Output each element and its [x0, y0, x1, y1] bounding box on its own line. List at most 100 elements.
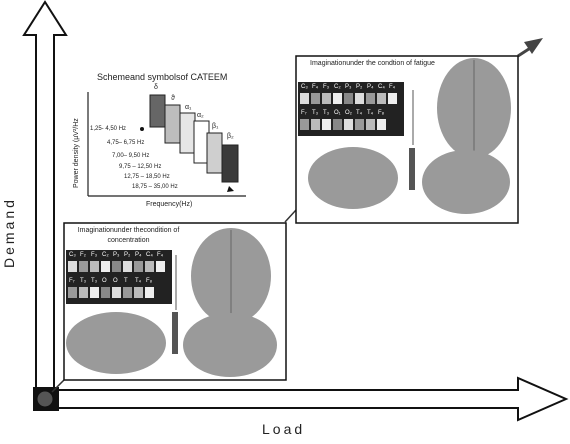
electrode-cell	[134, 261, 143, 272]
band-symbol-delta: δ	[154, 84, 158, 91]
electrode-label: F₄	[157, 252, 164, 258]
electrode-cell	[300, 93, 309, 104]
electrode-label: F₇	[301, 110, 307, 116]
electrode-cell	[145, 287, 154, 298]
band-bar-theta	[164, 104, 181, 144]
load-axis-arrow	[44, 376, 569, 422]
band-range-theta: 4,75– 6,75 Hz	[107, 140, 145, 146]
electrode-cell	[344, 119, 353, 130]
electrode-cell	[68, 261, 77, 272]
colorbar-scale-fatigue	[412, 90, 414, 145]
demand-axis-label: Demand	[1, 197, 17, 268]
electrode-label: T₃	[323, 110, 330, 116]
electrode-label: T₄	[367, 110, 374, 116]
panel-concentration-title-text: Imaginationunder thecondition of concent…	[77, 227, 180, 244]
electrode-label: F₄	[312, 84, 319, 90]
load-axis-label: Load	[262, 421, 306, 437]
band-range-beta2: 18,75 – 35,00 Hz	[132, 184, 178, 190]
electrode-cell	[123, 261, 132, 272]
band-range-beta1: 12,75 – 18,50 Hz	[124, 174, 170, 180]
electrode-cell	[300, 119, 309, 130]
electrode-cell	[90, 261, 99, 272]
panel-fatigue	[295, 55, 519, 224]
electrode-cell	[377, 93, 386, 104]
panel-concentration-title: Imaginationunder thecondition of concent…	[66, 226, 191, 246]
band-symbol-beta1: β₁	[212, 123, 219, 130]
electrode-cell	[68, 287, 77, 298]
electrode-cell	[322, 93, 331, 104]
electrode-label: F₄	[389, 84, 396, 90]
electrode-label: T₃	[312, 110, 319, 116]
band-symbol-alpha2: α₂	[197, 112, 204, 119]
electrode-cell	[333, 93, 342, 104]
electrode-label: T₃	[91, 278, 98, 284]
electrode-label: O₂	[345, 110, 352, 116]
electrode-cell	[322, 119, 331, 130]
scheme-title: Schemeand symbolsof CATEEM	[97, 72, 228, 82]
panel-fatigue-title-text: Imaginationunder the condtion of fatigue	[310, 60, 435, 67]
trend-line-2	[284, 209, 297, 223]
band-range-delta: 1,25- 4,50 Hz	[90, 126, 127, 132]
electrode-label: F₂	[80, 252, 86, 258]
electrode-cell	[145, 261, 154, 272]
electrode-label: C₂	[102, 252, 109, 258]
origin-marker	[36, 390, 54, 408]
electrode-label: F₇	[69, 278, 75, 284]
band-bar-delta	[149, 94, 166, 128]
electrode-cell	[344, 93, 353, 104]
electrode-cell	[112, 287, 121, 298]
electrode-cell	[311, 119, 320, 130]
electrode-cell	[311, 93, 320, 104]
electrode-cell	[79, 261, 88, 272]
electrode-cell	[134, 287, 143, 298]
band-bar-beta1	[206, 132, 223, 174]
band-symbol-beta2: β₂	[227, 133, 234, 140]
trend-line-1	[51, 379, 65, 393]
scheme-y-label: Power density (µV²/Hz	[73, 118, 80, 188]
electrode-cell	[333, 119, 342, 130]
scheme-start-dot	[140, 127, 144, 131]
electrode-cell	[366, 93, 375, 104]
electrode-cell	[123, 287, 132, 298]
band-range-alpha1: 7,00– 9,50 Hz	[112, 153, 150, 159]
electrode-label: F₃	[91, 252, 98, 258]
band-symbol-alpha1: α₁	[185, 104, 192, 111]
electrode-label: T₄	[135, 278, 142, 284]
band-range-alpha2: 9,75 – 12,50 Hz	[119, 164, 162, 170]
electrode-cell	[156, 261, 165, 272]
electrode-cell	[101, 261, 110, 272]
electrode-label: F₃	[323, 84, 330, 90]
electrode-label: F₈	[378, 110, 385, 116]
electrode-label: C₂	[334, 84, 341, 90]
electrode-cell	[366, 119, 375, 130]
colorbar-scale-concentration	[175, 255, 177, 310]
panel-fatigue-title: Imaginationunder the condtion of fatigue	[300, 59, 445, 69]
electrode-label: O₁	[334, 110, 341, 116]
brain-left-concentration	[66, 312, 166, 374]
brain-right-fatigue	[422, 150, 510, 214]
scheme-x-label: Frequency(Hz)	[146, 201, 193, 208]
colorbar-concentration	[172, 312, 178, 354]
scheme-end-mark	[227, 186, 234, 192]
electrode-cell	[101, 287, 110, 298]
band-bar-beta2	[221, 144, 239, 183]
electrode-label: T	[124, 278, 128, 284]
electrode-cell	[377, 119, 386, 130]
band-symbol-theta: ϑ	[171, 95, 175, 102]
scheme-chart	[87, 92, 246, 197]
demand-axis-arrow	[22, 0, 68, 401]
electrode-cell	[90, 287, 99, 298]
electrode-cell	[79, 287, 88, 298]
electrode-label: O	[113, 278, 118, 284]
electrode-label: P₃	[345, 84, 352, 90]
electrode-label: C₄	[146, 252, 153, 258]
electrode-label: C₃	[301, 84, 308, 90]
electrode-label: P₃	[113, 252, 120, 258]
colorbar-fatigue	[409, 148, 415, 190]
electrode-cell	[112, 261, 121, 272]
electrode-label: T₄	[356, 110, 363, 116]
electrode-label: P₂	[124, 252, 131, 258]
electrode-label: C₃	[69, 252, 76, 258]
panel-concentration	[63, 222, 287, 381]
